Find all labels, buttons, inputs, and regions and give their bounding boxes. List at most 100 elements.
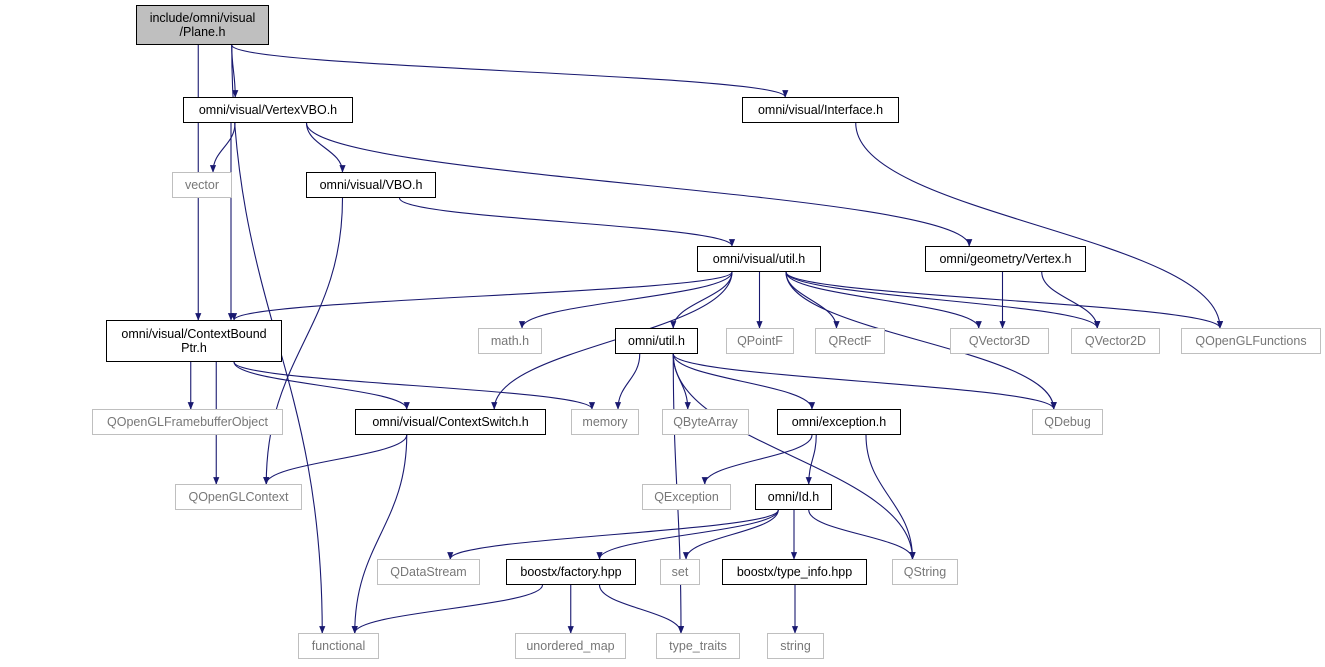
- node-set[interactable]: set: [660, 559, 700, 585]
- node-label: boostx/type_info.hpp: [736, 565, 853, 579]
- edge-omniid-to-factory: [596, 509, 779, 560]
- edge-omniutil-to-memory: [614, 353, 641, 410]
- node-label: vector: [184, 178, 220, 192]
- edge-cbptr-to-memory: [233, 361, 595, 410]
- edge-exception-to-omniid: [805, 434, 817, 485]
- edge-factory-to-typetraits: [598, 584, 685, 634]
- node-label: QByteArray: [673, 415, 738, 429]
- node-plane-h[interactable]: include/omni/visual/Plane.h: [136, 5, 269, 45]
- edge-util-to-ctxswitch: [491, 271, 733, 410]
- node-label: omni/Id.h: [767, 490, 820, 504]
- edge-util-to-qvector2d: [785, 271, 1101, 329]
- node-label: math.h: [490, 334, 530, 348]
- edge-vbo-to-util: [398, 197, 735, 247]
- edge-cbptr-to-ctxswitch: [233, 361, 410, 410]
- node-qstring[interactable]: QString: [892, 559, 958, 585]
- node-label: include/omni/visual/Plane.h: [149, 11, 256, 39]
- node-qbytearray[interactable]: QByteArray: [662, 409, 749, 435]
- edge-plane-to-interface: [231, 44, 789, 98]
- node-qopenglframebufferobject[interactable]: QOpenGLFramebufferObject: [92, 409, 283, 435]
- node-label: omni/visual/Interface.h: [757, 103, 884, 117]
- node-interface-h[interactable]: omni/visual/Interface.h: [742, 97, 899, 123]
- edge-util-to-cbptr: [231, 271, 733, 321]
- node-qopenglcontext[interactable]: QOpenGLContext: [175, 484, 302, 510]
- node-label: QOpenGLFramebufferObject: [107, 415, 268, 429]
- node-vector[interactable]: vector: [172, 172, 232, 198]
- node-contextswitch-h[interactable]: omni/visual/ContextSwitch.h: [355, 409, 546, 435]
- edge-ctxswitch-to-qoglcontext: [263, 434, 408, 485]
- node-label: memory: [582, 415, 628, 429]
- node-label: QRectF: [828, 334, 872, 348]
- node-factory-hpp[interactable]: boostx/factory.hpp: [506, 559, 636, 585]
- node-memory[interactable]: memory: [571, 409, 639, 435]
- node-qvector2d[interactable]: QVector2D: [1071, 328, 1160, 354]
- node-label: QOpenGLFunctions: [1195, 334, 1307, 348]
- edge-omniid-to-set: [682, 509, 779, 560]
- node-label: omni/util.h: [628, 334, 685, 348]
- node-type-info-hpp[interactable]: boostx/type_info.hpp: [722, 559, 867, 585]
- edge-exception-to-qstring: [865, 434, 916, 560]
- node-qdebug[interactable]: QDebug: [1032, 409, 1103, 435]
- node-math-h[interactable]: math.h: [478, 328, 542, 354]
- node-label: omni/exception.h: [791, 415, 887, 429]
- edge-vertex-to-qvector2d: [1041, 271, 1101, 329]
- edge-omniutil-to-qdebug: [672, 353, 1057, 410]
- node-label: QVector3D: [968, 334, 1031, 348]
- node-string[interactable]: string: [767, 633, 824, 659]
- edge-omniid-to-qstring: [808, 509, 916, 560]
- node-exception-h[interactable]: omni/exception.h: [777, 409, 901, 435]
- node-label: omni/visual/ContextSwitch.h: [372, 415, 529, 429]
- node-omni-id-h[interactable]: omni/Id.h: [755, 484, 832, 510]
- edge-vertexvbo-to-vector: [209, 122, 236, 173]
- node-vbo-h[interactable]: omni/visual/VBO.h: [306, 172, 436, 198]
- edge-util-to-omniutil: [670, 271, 733, 329]
- node-qdatastream[interactable]: QDataStream: [377, 559, 480, 585]
- node-label: functional: [311, 639, 366, 653]
- node-qrectf[interactable]: QRectF: [815, 328, 885, 354]
- node-vertex-h[interactable]: omni/geometry/Vertex.h: [925, 246, 1086, 272]
- node-util-h[interactable]: omni/visual/util.h: [697, 246, 821, 272]
- edge-vertexvbo-to-vbo: [305, 122, 346, 173]
- node-label: QPointF: [737, 334, 783, 348]
- node-label: QOpenGLContext: [188, 490, 289, 504]
- edge-exception-to-qexception: [701, 434, 813, 485]
- edge-omniutil-to-exception: [672, 353, 816, 410]
- node-label: type_traits: [669, 639, 727, 653]
- node-qopenglfunctions[interactable]: QOpenGLFunctions: [1181, 328, 1321, 354]
- edge-omniid-to-qdatastream: [447, 509, 779, 560]
- node-label: omni/visual/util.h: [712, 252, 806, 266]
- node-omni-util-h[interactable]: omni/util.h: [615, 328, 698, 354]
- node-functional[interactable]: functional: [298, 633, 379, 659]
- node-label: QString: [903, 565, 947, 579]
- node-label: QException: [654, 490, 719, 504]
- node-type-traits[interactable]: type_traits: [656, 633, 740, 659]
- node-label: omni/geometry/Vertex.h: [939, 252, 1072, 266]
- edge-ctxswitch-to-functional: [351, 434, 408, 634]
- edge-vertexvbo-to-vertex: [305, 122, 973, 247]
- edge-util-to-qvector3d: [785, 271, 982, 329]
- node-vertexvbo-h[interactable]: omni/visual/VertexVBO.h: [183, 97, 353, 123]
- node-label: omni/visual/VBO.h: [319, 178, 423, 192]
- edge-omniutil-to-qstring: [672, 353, 916, 560]
- edge-util-to-math: [518, 271, 733, 329]
- node-label: omni/visual/VertexVBO.h: [198, 103, 338, 117]
- node-qpointf[interactable]: QPointF: [726, 328, 794, 354]
- node-label: QVector2D: [1084, 334, 1147, 348]
- edge-interface-to-qoglfunctions: [855, 122, 1224, 329]
- edge-factory-to-functional: [351, 584, 544, 634]
- node-label: unordered_map: [526, 639, 615, 653]
- node-label: boostx/factory.hpp: [520, 565, 622, 579]
- edge-vbo-to-qoglcontext: [263, 197, 344, 485]
- node-label: QDebug: [1044, 415, 1091, 429]
- node-qexception[interactable]: QException: [642, 484, 731, 510]
- node-label: string: [780, 639, 811, 653]
- node-qvector3d[interactable]: QVector3D: [950, 328, 1049, 354]
- node-unordered-map[interactable]: unordered_map: [515, 633, 626, 659]
- node-label: QDataStream: [390, 565, 467, 579]
- node-label: set: [671, 565, 689, 579]
- edge-util-to-qdebug: [785, 271, 1057, 410]
